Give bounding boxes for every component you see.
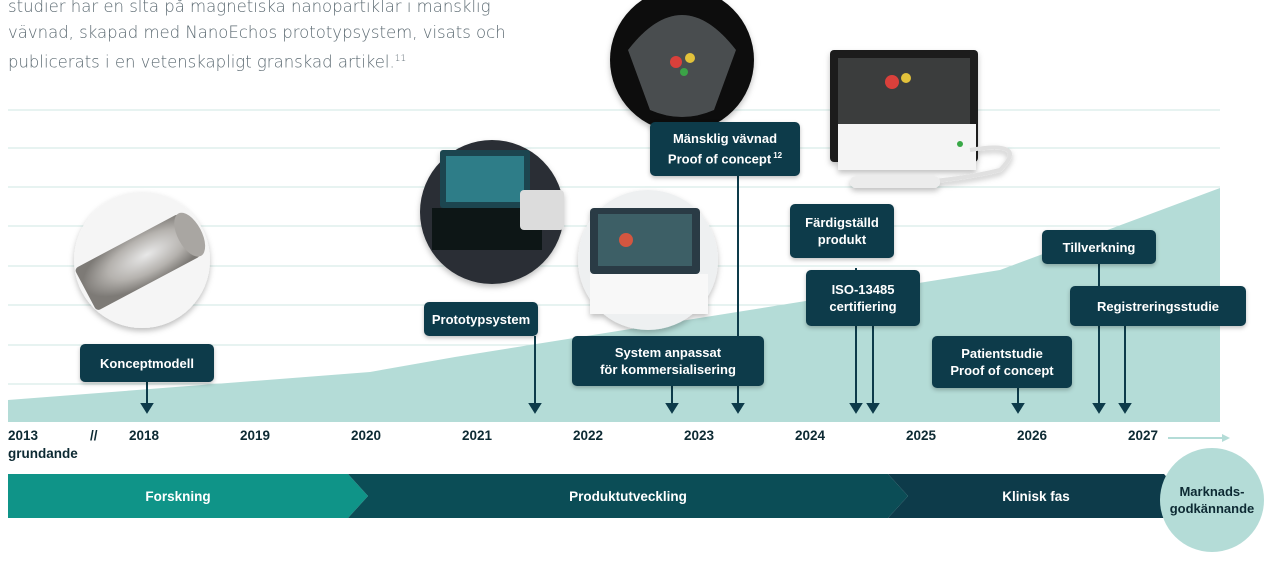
phase-produktutveckling: Produktutveckling xyxy=(569,488,687,504)
year-2026: 2026 xyxy=(1017,428,1048,443)
prototype-system-image xyxy=(420,140,564,284)
intro-line-1: studier har en slta på magnetiska nanopa… xyxy=(8,0,491,16)
milestone-prototypsystem: Prototypsystem xyxy=(424,302,538,336)
footnote-ref: 11 xyxy=(394,54,407,64)
finished-device-image xyxy=(830,50,1012,188)
year-2020: 2020 xyxy=(351,428,382,443)
phase-forskning: Forskning xyxy=(145,488,211,504)
milestone-registreringsstudie: Registreringsstudie xyxy=(1070,286,1246,326)
year-2023: 2023 xyxy=(684,428,715,443)
intro-text: studier har en slta på magnetiska nanopa… xyxy=(8,0,588,76)
year-2025: 2025 xyxy=(906,428,937,443)
year-2019: 2019 xyxy=(240,428,271,443)
year-2027: 2027 xyxy=(1128,428,1159,443)
phase-arrow-klinisk xyxy=(888,474,1184,518)
year-2013: 2013 xyxy=(8,428,39,443)
growth-area xyxy=(8,188,1220,422)
phase-arrow-forskning xyxy=(8,474,368,518)
year-2022: 2022 xyxy=(573,428,604,443)
year-separator: // xyxy=(90,428,98,443)
commercial-system-image xyxy=(578,190,718,330)
founding-label: grundande xyxy=(8,446,78,461)
year-2024: 2024 xyxy=(795,428,826,443)
footnote-ref-12: 12 xyxy=(773,151,783,161)
intro-line-2: vävnad, skapad med NanoEchos prototypsys… xyxy=(8,23,506,42)
year-2021: 2021 xyxy=(462,428,493,443)
milestone-konceptmodell: Konceptmodell xyxy=(80,344,214,382)
intro-line-3: publicerats i en vetenskapligt granskad … xyxy=(8,52,407,72)
milestone-tillverkning: Tillverkning xyxy=(1042,230,1156,264)
market-label-1: Marknads- xyxy=(1179,484,1245,499)
concept-model-image xyxy=(74,192,210,328)
phase-klinisk-fas: Klinisk fas xyxy=(1002,488,1070,504)
ultrasound-image xyxy=(610,0,754,132)
phase-arrow-produkt xyxy=(348,474,908,518)
year-2018: 2018 xyxy=(129,428,160,443)
market-label-2: godkännande xyxy=(1169,501,1255,516)
market-approval-circle: Marknads-godkännande xyxy=(1160,448,1264,552)
